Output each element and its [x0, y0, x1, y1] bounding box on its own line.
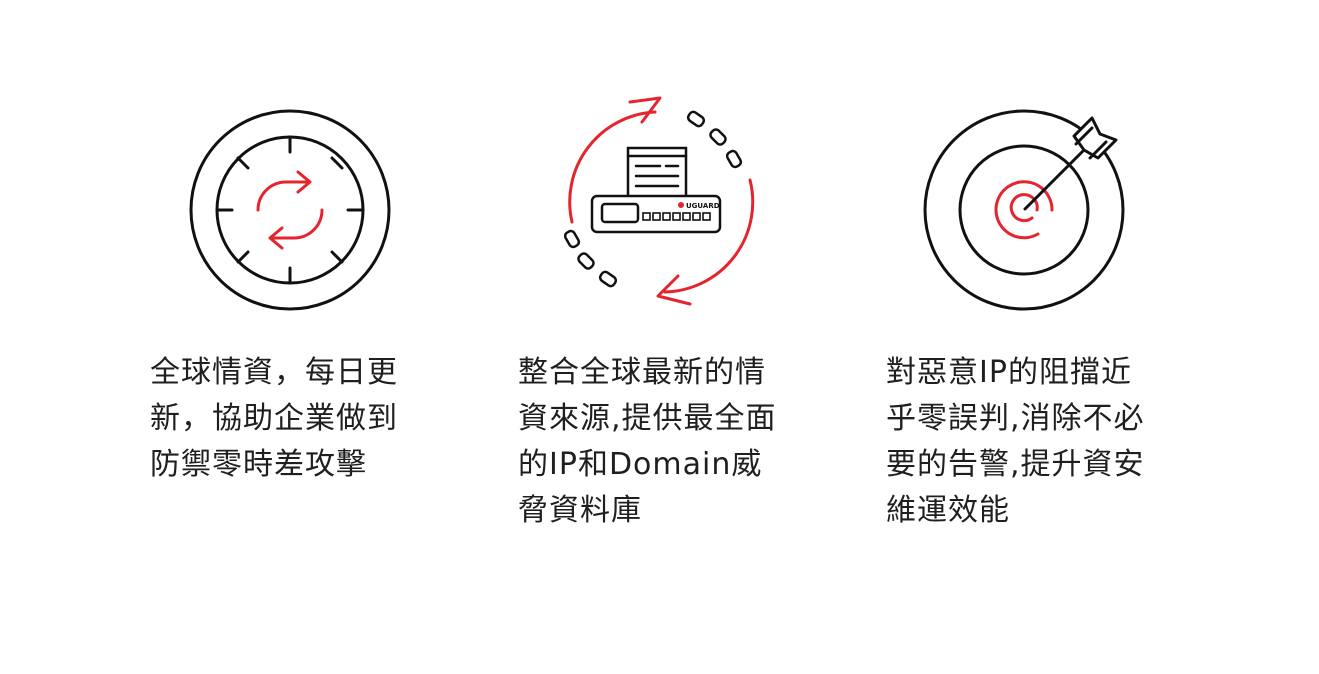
- clock-refresh-icon: [180, 100, 400, 320]
- caption-line: 整合全球最新的情: [518, 355, 766, 390]
- caption-line: 新，協助企業做到: [150, 401, 398, 436]
- target-arrow-icon: [914, 100, 1134, 320]
- caption-line: 資來源,提供最全面: [518, 401, 777, 436]
- device-sync-icon: UGUARD: [550, 92, 770, 312]
- caption-line: 要的告警,提升資安: [886, 447, 1145, 482]
- feature-caption: 整合全球最新的情 資來源,提供最全面 的IP和Domain威 脅資料庫: [518, 350, 798, 534]
- caption-line: 防禦零時差攻擊: [150, 447, 367, 482]
- feature-caption: 全球情資，每日更 新，協助企業做到 防禦零時差攻擊: [150, 350, 430, 488]
- feature-accurate-blocking: 對惡意IP的阻擋近 乎零誤判,消除不必 要的告警,提升資安 維運效能: [886, 0, 1186, 674]
- feature-threat-database: UGUARD 整合全球最新的情 資來源,提供最全面 的IP和Domain威 脅資…: [518, 0, 818, 674]
- caption-line: 的IP和Domain威: [518, 447, 763, 482]
- caption-line: 乎零誤判,消除不必: [886, 401, 1145, 436]
- caption-line: 脅資料庫: [518, 493, 642, 528]
- feature-caption: 對惡意IP的阻擋近 乎零誤判,消除不必 要的告警,提升資安 維運效能: [886, 350, 1166, 534]
- feature-global-intel: 全球情資，每日更 新，協助企業做到 防禦零時差攻擊: [150, 0, 450, 674]
- device-brand-label: UGUARD: [686, 202, 720, 210]
- caption-line: 維運效能: [886, 493, 1010, 528]
- caption-line: 全球情資，每日更: [150, 355, 398, 390]
- caption-line: 對惡意IP的阻擋近: [886, 355, 1132, 390]
